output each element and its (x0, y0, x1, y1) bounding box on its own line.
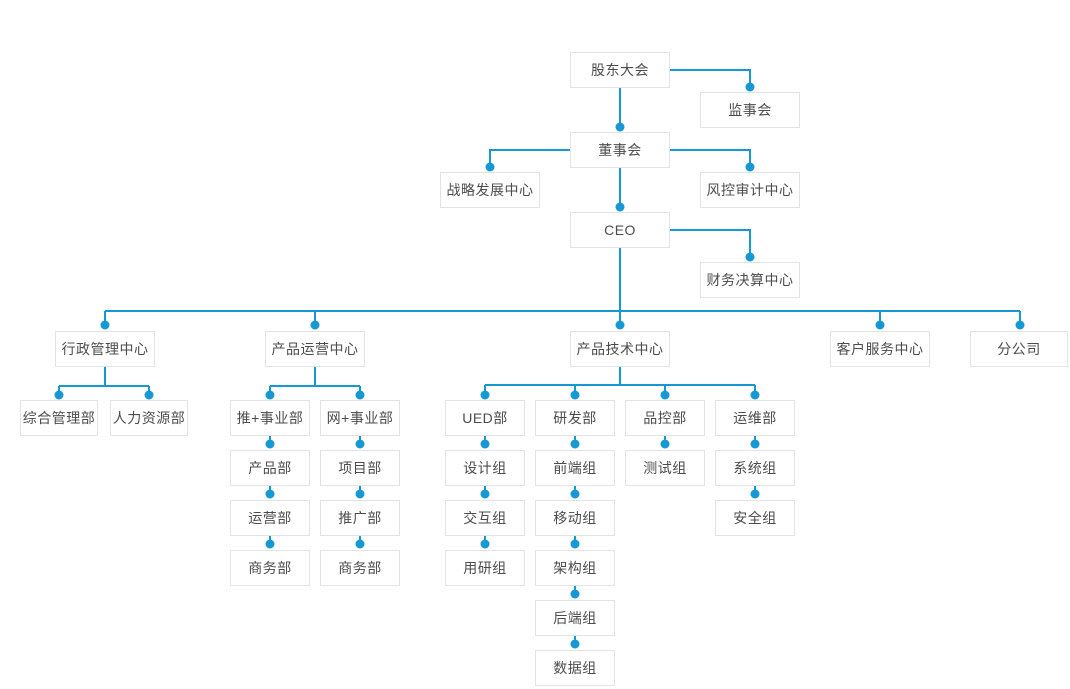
org-node-ued-dept: UED部 (445, 400, 525, 436)
org-node-architecture-team: 架构组 (535, 550, 615, 586)
junction-dots (54, 82, 1025, 649)
org-node-operations-dept: 运营部 (230, 500, 310, 536)
org-node-business-dept-wang: 商务部 (320, 550, 400, 586)
org-node-ops-maintenance-dept: 运维部 (715, 400, 795, 436)
org-node-tui-division: 推+事业部 (230, 400, 310, 436)
org-node-supervisory-board: 监事会 (700, 92, 800, 128)
org-node-project-dept: 项目部 (320, 450, 400, 486)
org-node-interaction-team: 交互组 (445, 500, 525, 536)
org-node-design-team: 设计组 (445, 450, 525, 486)
org-node-security-team: 安全组 (715, 500, 795, 536)
org-node-product-ops-center: 产品运营中心 (265, 331, 365, 367)
org-node-ceo: CEO (570, 212, 670, 248)
org-node-wang-division: 网+事业部 (320, 400, 400, 436)
org-node-product-dept: 产品部 (230, 450, 310, 486)
org-node-admin-center: 行政管理中心 (55, 331, 155, 367)
org-node-hr-dept: 人力资源部 (110, 400, 188, 436)
org-node-testing-team: 测试组 (625, 450, 705, 486)
org-node-user-research-team: 用研组 (445, 550, 525, 586)
org-node-risk-audit-center: 风控审计中心 (700, 172, 800, 208)
org-node-frontend-team: 前端组 (535, 450, 615, 486)
org-node-general-admin-dept: 综合管理部 (20, 400, 98, 436)
org-node-finance-center: 财务决算中心 (700, 262, 800, 298)
org-node-rd-dept: 研发部 (535, 400, 615, 436)
org-node-data-team: 数据组 (535, 650, 615, 686)
org-node-backend-team: 后端组 (535, 600, 615, 636)
org-node-qc-dept: 品控部 (625, 400, 705, 436)
org-node-strategy-center: 战略发展中心 (440, 172, 540, 208)
org-node-customer-service-center: 客户服务中心 (830, 331, 930, 367)
org-node-shareholders-meeting: 股东大会 (570, 52, 670, 88)
org-node-system-team: 系统组 (715, 450, 795, 486)
org-node-business-dept-tui: 商务部 (230, 550, 310, 586)
org-node-mobile-team: 移动组 (535, 500, 615, 536)
org-node-product-tech-center: 产品技术中心 (570, 331, 670, 367)
org-node-branch-company: 分公司 (970, 331, 1068, 367)
org-node-promotion-dept: 推广部 (320, 500, 400, 536)
org-node-board-of-directors: 董事会 (570, 132, 670, 168)
